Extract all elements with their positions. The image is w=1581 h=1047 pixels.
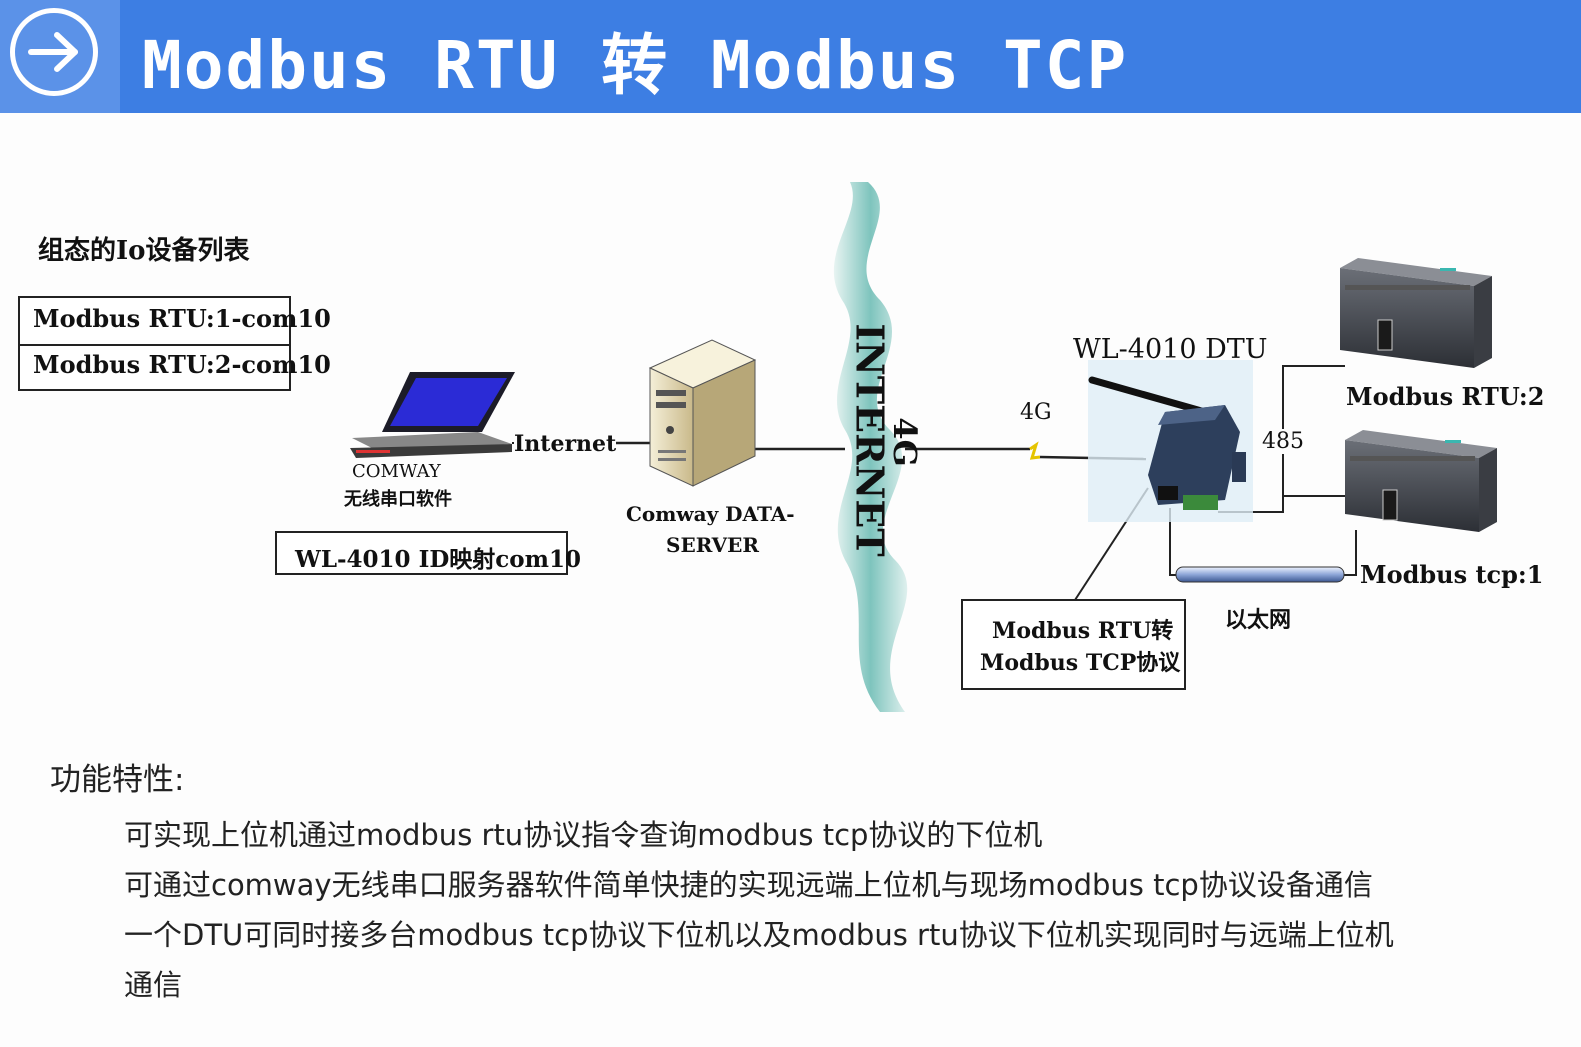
ethernet-cable bbox=[1175, 566, 1345, 583]
internet-link-label: Internet bbox=[514, 431, 617, 457]
feature-item: 可通过comway无线串口服务器软件简单快捷的实现远端上位机与现场modbus … bbox=[124, 868, 1373, 902]
plc-rtu2-label: Modbus RTU:2 bbox=[1346, 382, 1545, 411]
protocol-box-label: Modbus TCP协议 bbox=[980, 650, 1181, 676]
cloud-4g-label: 4G bbox=[886, 417, 924, 467]
device-table-row: Modbus RTU:2-com10 bbox=[33, 350, 331, 379]
features-heading: 功能特性: bbox=[50, 762, 185, 798]
feature-item: 可实现上位机通过modbus rtu协议指令查询modbus tcp协议的下位机 bbox=[124, 818, 1043, 852]
internet-cloud-shape bbox=[833, 182, 908, 712]
server-icon bbox=[648, 339, 757, 487]
plc-tcp1-label: Modbus tcp:1 bbox=[1360, 560, 1544, 589]
title-bar: Modbus RTU 转 Modbus TCP bbox=[0, 0, 1581, 113]
server-label: Comway DATA- bbox=[626, 502, 795, 526]
plc-rtu2-icon bbox=[1340, 258, 1492, 368]
dtu-label: WL-4010 DTU bbox=[1073, 334, 1268, 365]
plc-tcp1-icon bbox=[1345, 430, 1497, 532]
feature-item: 通信 bbox=[124, 968, 183, 1002]
protocol-box-label: Modbus RTU转 bbox=[992, 618, 1174, 644]
link-4g-label: 4G bbox=[1020, 400, 1052, 425]
page-title: Modbus RTU 转 Modbus TCP bbox=[142, 27, 1129, 104]
feature-item: 一个DTU可同时接多台modbus tcp协议下位机以及modbus rtu协议… bbox=[124, 918, 1394, 952]
dtu-device-icon bbox=[1088, 360, 1253, 522]
mapping-box-label: WL-4010 ID映射com10 bbox=[295, 546, 581, 573]
protocol-box bbox=[961, 599, 1186, 690]
device-table-heading: 组态的Io设备列表 bbox=[38, 236, 250, 266]
ethernet-label: 以太网 bbox=[1225, 607, 1292, 633]
device-row-1 bbox=[20, 298, 289, 346]
device-table bbox=[18, 296, 291, 391]
arrow-right-circle-icon bbox=[10, 8, 98, 96]
laptop-label: COMWAY bbox=[352, 461, 441, 482]
device-table-row: Modbus RTU:1-com10 bbox=[33, 304, 331, 333]
rs485-label: 485 bbox=[1262, 429, 1304, 454]
header-icon-panel bbox=[0, 0, 120, 113]
laptop-label: 无线串口软件 bbox=[344, 489, 452, 510]
server-label: SERVER bbox=[666, 533, 759, 557]
mapping-box: WL-4010 ID映射com10 bbox=[275, 531, 581, 575]
laptop-icon bbox=[350, 372, 515, 458]
